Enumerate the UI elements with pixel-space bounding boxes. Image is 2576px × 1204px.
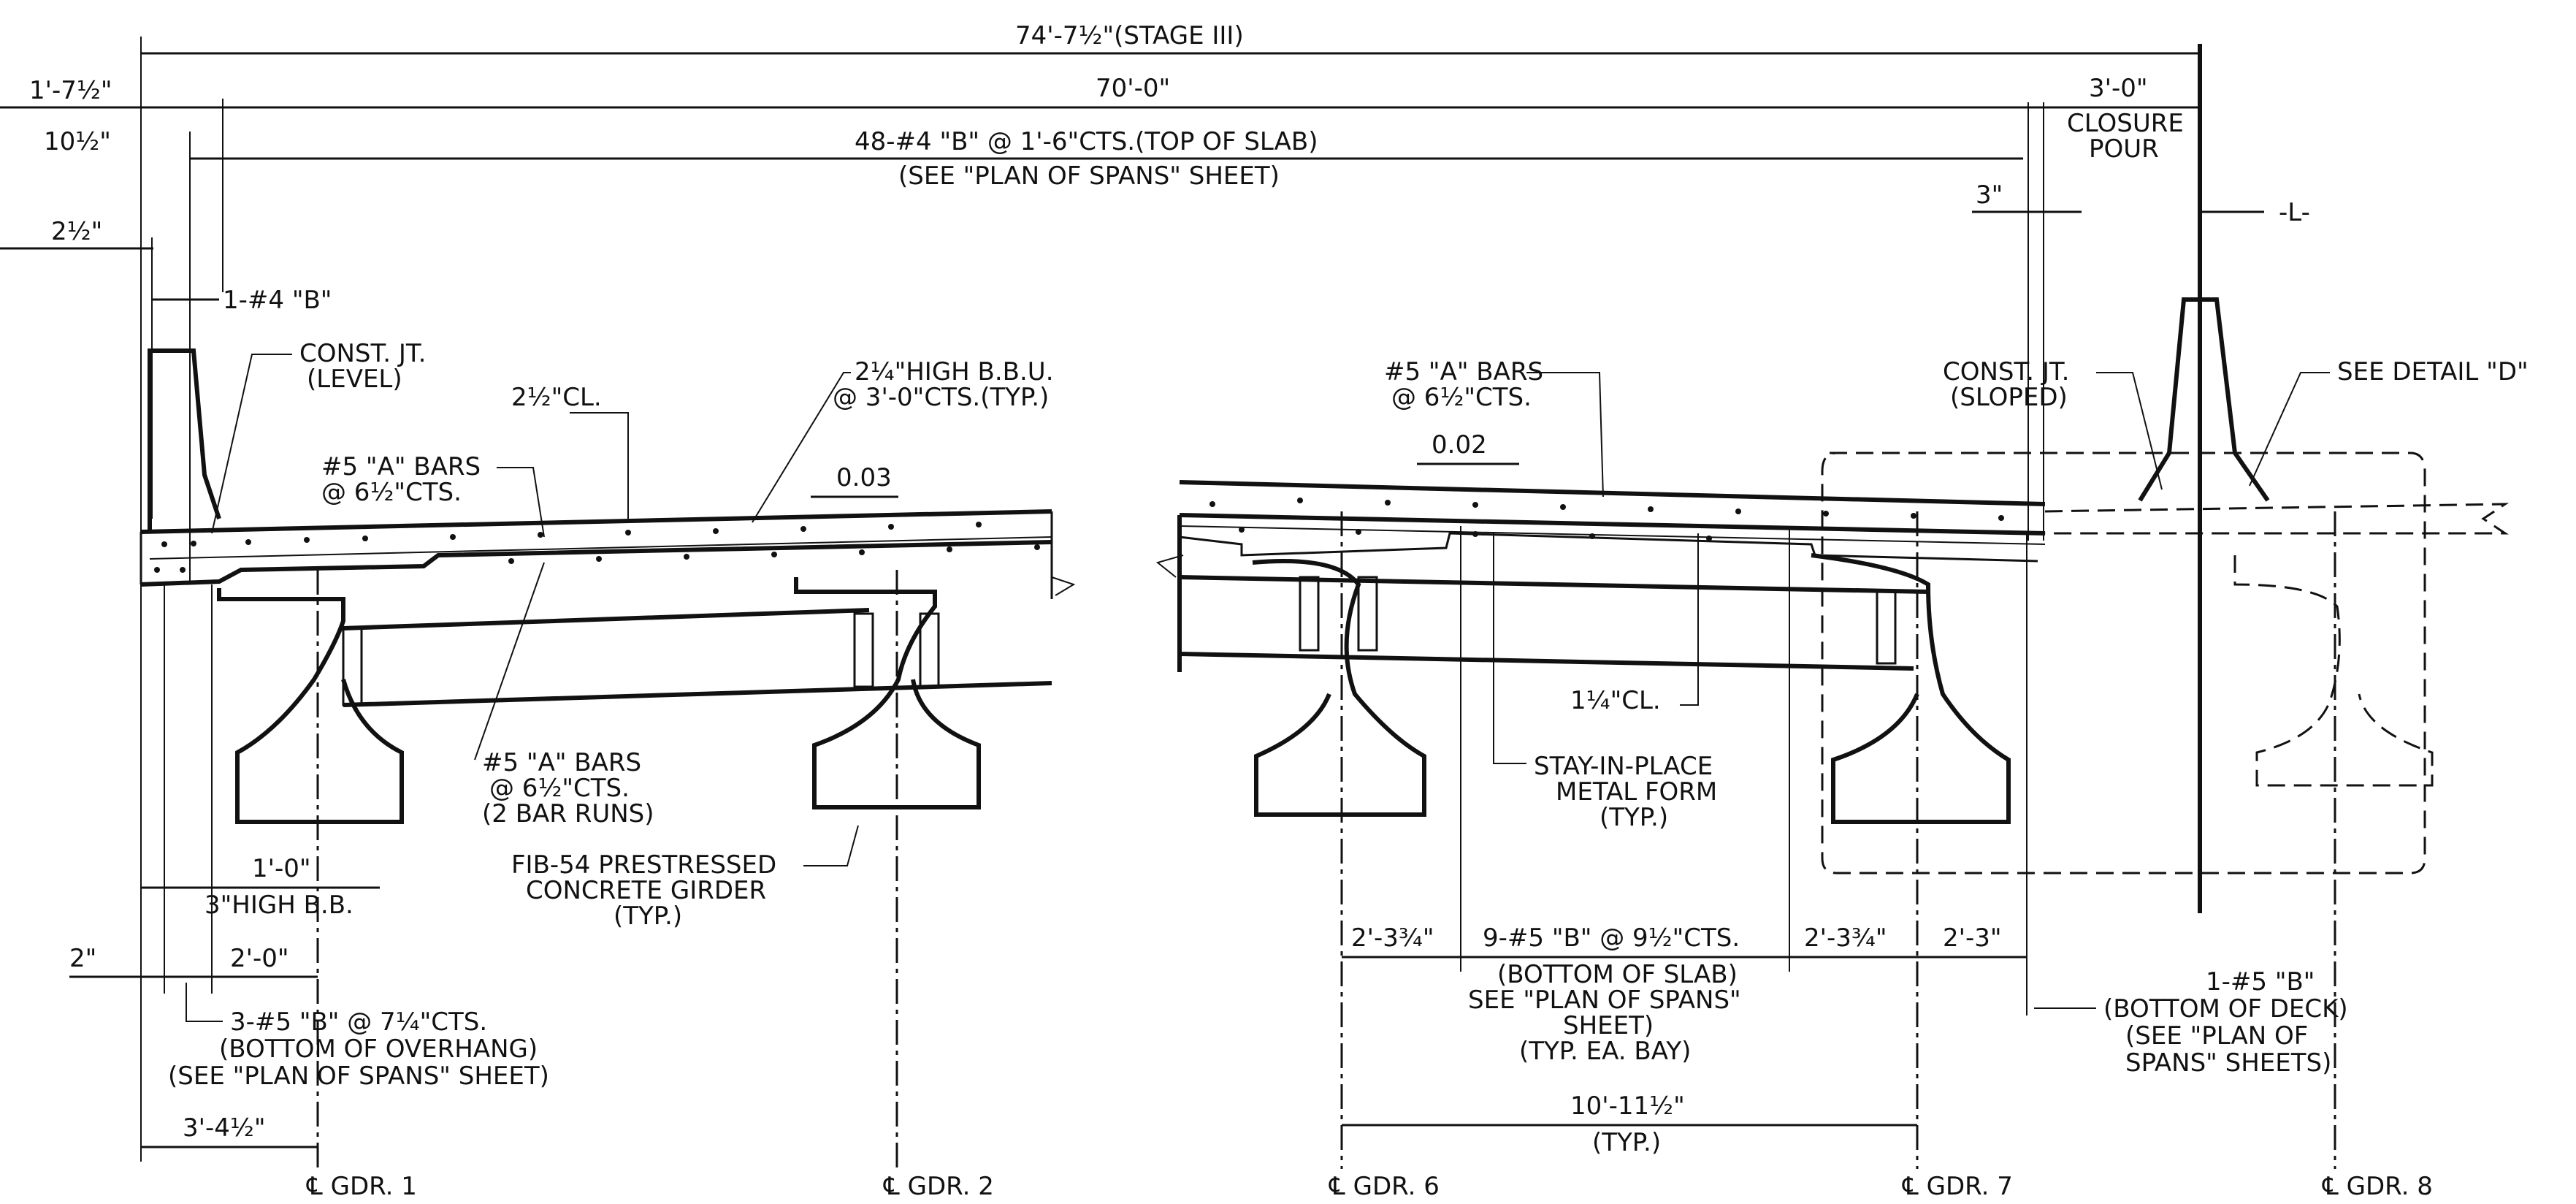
top-bars-note-1: 48-#4 "B" @ 1'-6"CTS.(TOP OF SLAB) — [855, 127, 1318, 156]
bbu-note-2: @ 3'-0"CTS.(TYP.) — [833, 383, 1049, 412]
girder-label-1: ℄ GDR. 1 — [306, 1172, 417, 1201]
top-bars-note-2: (SEE "PLAN OF SPANS" SHEET) — [898, 161, 1280, 191]
const-jt-right-1: CONST. JT. — [1943, 357, 2069, 386]
a-bars-low-2: @ 6½"CTS. — [489, 774, 630, 803]
closure-label-1: CLOSURE — [2067, 109, 2184, 138]
cl-2-5: 2½"CL. — [511, 383, 602, 412]
dim-2-3-75-b: 2'-3¾" — [1804, 923, 1887, 953]
bot-bars-2: (BOTTOM OF OVERHANG) — [219, 1035, 538, 1064]
dim-10-5: 10½" — [44, 127, 111, 156]
dim-overall-stage: 74'-7½"(STAGE III) — [1015, 21, 1244, 50]
dim-2ft: 2'-0" — [230, 944, 289, 973]
girder-label-2: ℄ GDR. 2 — [883, 1172, 994, 1201]
bs-note-3: SHEET) — [1563, 1011, 1654, 1040]
bbu-note-1: 2¼"HIGH B.B.U. — [855, 357, 1054, 386]
girder-label-8: ℄ GDR. 8 — [2322, 1172, 2433, 1201]
cl-1-25: 1¼"CL. — [1570, 686, 1661, 715]
slope-right: 0.02 — [1432, 430, 1487, 460]
sip-note-3: (TYP.) — [1600, 803, 1668, 832]
sip-note-2: METAL FORM — [1556, 777, 1717, 807]
a-bars-right-1: #5 "A" BARS — [1384, 357, 1543, 386]
fib-note-3: (TYP.) — [614, 902, 682, 931]
girder-label-6: ℄ GDR. 6 — [1329, 1172, 1440, 1201]
bs-note-2: SEE "PLAN OF SPANS" — [1468, 986, 1741, 1015]
baseline-label: -L- — [2279, 198, 2310, 227]
deck-note-3: (SEE "PLAN OF — [2125, 1021, 2308, 1051]
const-jt-left-2: (LEVEL) — [307, 365, 402, 394]
top-dimensions: 74'-7½"(STAGE III) 1'-7½" 70'-0" 3'-0" C… — [0, 21, 2310, 1162]
bot-bars-3: (SEE "PLAN OF SPANS" SHEET) — [168, 1062, 549, 1091]
dim-bay-bottom: 10'-11½" — [1570, 1091, 1685, 1121]
dim-bay-typ: (TYP.) — [1592, 1128, 1661, 1157]
girder-label-7: ℄ GDR. 7 — [1902, 1172, 2013, 1201]
b-bars-bay: 9-#5 "B" @ 9½"CTS. — [1483, 923, 1740, 953]
a-bars-left-2: @ 6½"CTS. — [321, 478, 462, 507]
left-section: CONST. JT. (LEVEL) 2½"CL. 2¼"HIGH B.B.U.… — [69, 339, 1076, 1169]
dim-2-3: 2'-3" — [1943, 923, 2002, 953]
right-section: #5 "A" BARS @ 6½"CTS. 0.02 CONST. JT. (S… — [1155, 297, 2529, 1169]
dim-3in: 3" — [1976, 180, 2003, 210]
dim-slab-width: 70'-0" — [1096, 74, 1170, 103]
a-bars-low-3: (2 BAR RUNS) — [482, 799, 654, 828]
bot-bars-1: 3-#5 "B" @ 7¼"CTS. — [230, 1007, 487, 1037]
detail-d-note: SEE DETAIL "D" — [2337, 357, 2529, 386]
closure-label-2: POUR — [2089, 134, 2159, 164]
const-jt-right-2: (SLOPED) — [1950, 383, 2068, 412]
deck-note-1: 1-#5 "B" — [2206, 967, 2315, 997]
fib-note-1: FIB-54 PRESTRESSED — [511, 850, 776, 880]
girder-labels: ℄ GDR. 1 ℄ GDR. 2 ℄ GDR. 6 ℄ GDR. 7 ℄ GD… — [306, 1172, 2433, 1201]
bs-note-4: (TYP. EA. BAY) — [1519, 1037, 1691, 1066]
fib-note-2: CONCRETE GIRDER — [526, 876, 766, 905]
a-bars-low-1: #5 "A" BARS — [482, 748, 641, 777]
const-jt-left-1: CONST. JT. — [299, 339, 426, 368]
dim-2-5: 2½" — [51, 217, 102, 246]
bar-1-4b: 1-#4 "B" — [223, 286, 332, 315]
dim-one-ft: 1'-0" — [252, 854, 311, 883]
dim-2-3-75-a: 2'-3¾" — [1351, 923, 1434, 953]
dim-2in: 2" — [69, 944, 96, 973]
a-bars-right-2: @ 6½"CTS. — [1391, 383, 1532, 412]
deck-note-4: SPANS" SHEETS) — [2125, 1048, 2331, 1078]
dim-bb-high: 3"HIGH B.B. — [205, 891, 353, 920]
dim-overhang-left: 1'-7½" — [29, 76, 112, 105]
slope-left: 0.03 — [836, 463, 892, 492]
a-bars-left-1: #5 "A" BARS — [321, 452, 481, 481]
dim-3-4-5: 3'-4½" — [183, 1113, 265, 1143]
sip-note-1: STAY-IN-PLACE — [1534, 752, 1713, 781]
deck-note-2: (BOTTOM OF DECK) — [2103, 994, 2348, 1024]
bs-note-1: (BOTTOM OF SLAB) — [1497, 960, 1738, 989]
dim-closure-width: 3'-0" — [2089, 74, 2148, 103]
